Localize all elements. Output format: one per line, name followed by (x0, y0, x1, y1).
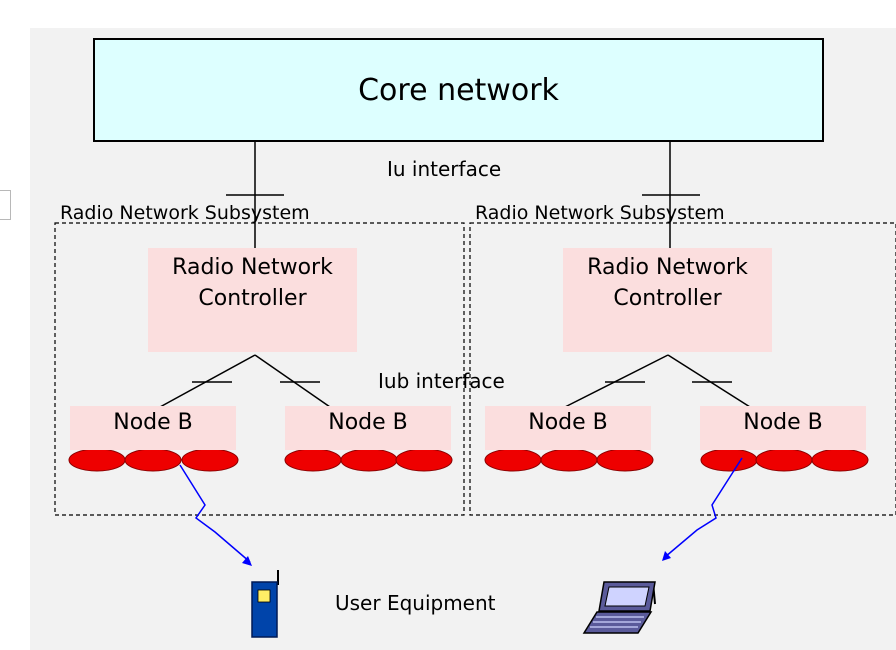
user-equipment-label: User Equipment (335, 591, 496, 615)
iub-interface-label: Iub interface (378, 369, 505, 393)
node-b-box: Node B (285, 406, 451, 450)
radio-link-right (664, 457, 743, 558)
antenna-ellipse (68, 448, 126, 472)
antenna-ellipse (755, 448, 813, 472)
antenna-ellipse (596, 448, 654, 472)
antenna-ellipse (700, 448, 758, 472)
core-network-label: Core network (358, 72, 559, 108)
mobile-phone-icon (251, 570, 279, 638)
node-b-box: Node B (485, 406, 651, 450)
antenna-ellipse (395, 448, 453, 472)
rnc-label-line2: Controller (613, 286, 722, 311)
laptop-icon (582, 581, 656, 634)
antenna-ellipse (540, 448, 598, 472)
iub-link-right-b (667, 354, 751, 408)
node-b-box: Node B (70, 406, 236, 450)
rnc-label-line2: Controller (198, 286, 307, 311)
rnc-label-line1: Radio Network (587, 255, 748, 280)
rnc-box-left: Radio Network Controller (148, 248, 357, 352)
rnc-box-right: Radio Network Controller (563, 248, 772, 352)
antenna-ellipse (181, 448, 239, 472)
iub-link-left-a (159, 354, 256, 408)
core-network-box: Core network (93, 38, 824, 142)
antenna-ellipse (124, 448, 182, 472)
radio-link-arrowhead-left (242, 556, 252, 566)
antenna-ellipse (284, 448, 342, 472)
rnc-label-line1: Radio Network (172, 255, 333, 280)
antenna-ellipse (811, 448, 869, 472)
iu-interface-label: Iu interface (387, 157, 502, 181)
radio-link-arrowhead-right (662, 551, 671, 561)
rns-box-left (54, 222, 465, 516)
antenna-ellipse (340, 448, 398, 472)
node-b-box: Node B (700, 406, 866, 450)
rns-title-right: Radio Network Subsystem (475, 202, 725, 224)
antenna-ellipse (484, 448, 542, 472)
radio-link-left (179, 464, 251, 563)
rns-box-right (469, 222, 896, 516)
window-edge-marker (0, 190, 11, 220)
iub-link-left-b (254, 354, 331, 408)
iub-link-right-a (564, 354, 669, 408)
rns-title-left: Radio Network Subsystem (60, 202, 310, 224)
